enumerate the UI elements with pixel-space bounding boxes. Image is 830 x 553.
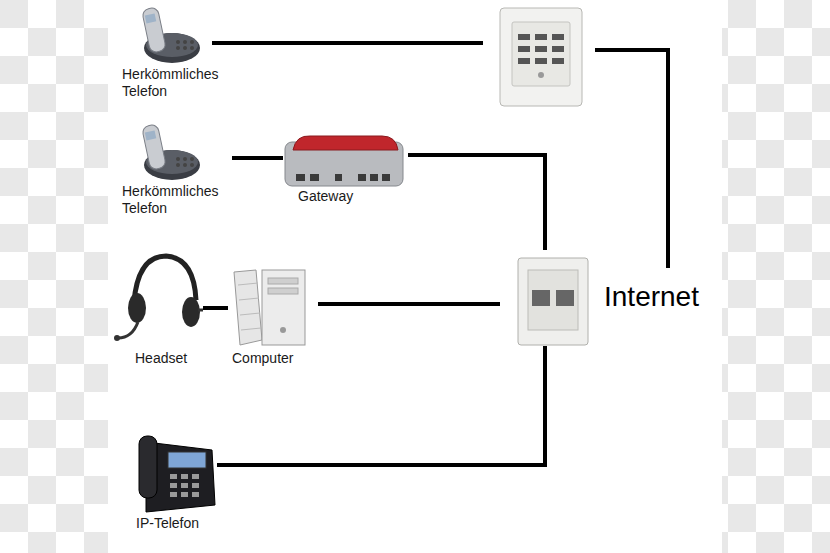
- network-socket-icon: [518, 258, 588, 345]
- computer-icon: [234, 270, 305, 345]
- gateway-icon: [285, 136, 403, 186]
- ip-phone-icon: [139, 436, 215, 512]
- device-label: Herkömmliches Telefon: [120, 66, 232, 100]
- device-label: Headset: [115, 350, 203, 367]
- tae-socket-icon: [500, 8, 582, 106]
- device-label: IP-Telefon: [130, 515, 220, 532]
- device-node: Computer: [228, 268, 308, 367]
- device-label: Herkömmliches Telefon: [120, 183, 232, 217]
- device-node: IP-Telefon: [130, 430, 220, 532]
- device-node: Herkömmliches Telefon: [120, 8, 232, 100]
- wire: [318, 302, 500, 306]
- wire: [212, 41, 483, 45]
- cordless-phone-icon: [142, 7, 200, 63]
- cable-line: [232, 156, 283, 160]
- device-label: Gateway: [283, 188, 408, 205]
- wire: [595, 50, 668, 268]
- cordless-phone-icon: [142, 124, 200, 180]
- cable-line: [203, 306, 228, 310]
- wires: [212, 43, 668, 465]
- headset-icon: [114, 256, 203, 341]
- device-node: Herkömmliches Telefon: [120, 125, 232, 217]
- white-ground: [108, 0, 722, 553]
- wire: [217, 346, 545, 465]
- device-node: Gateway: [283, 135, 408, 205]
- network-label: Internet: [604, 280, 699, 314]
- device-node: Headset: [115, 255, 203, 367]
- device-label: Computer: [228, 350, 308, 367]
- wire: [408, 155, 545, 250]
